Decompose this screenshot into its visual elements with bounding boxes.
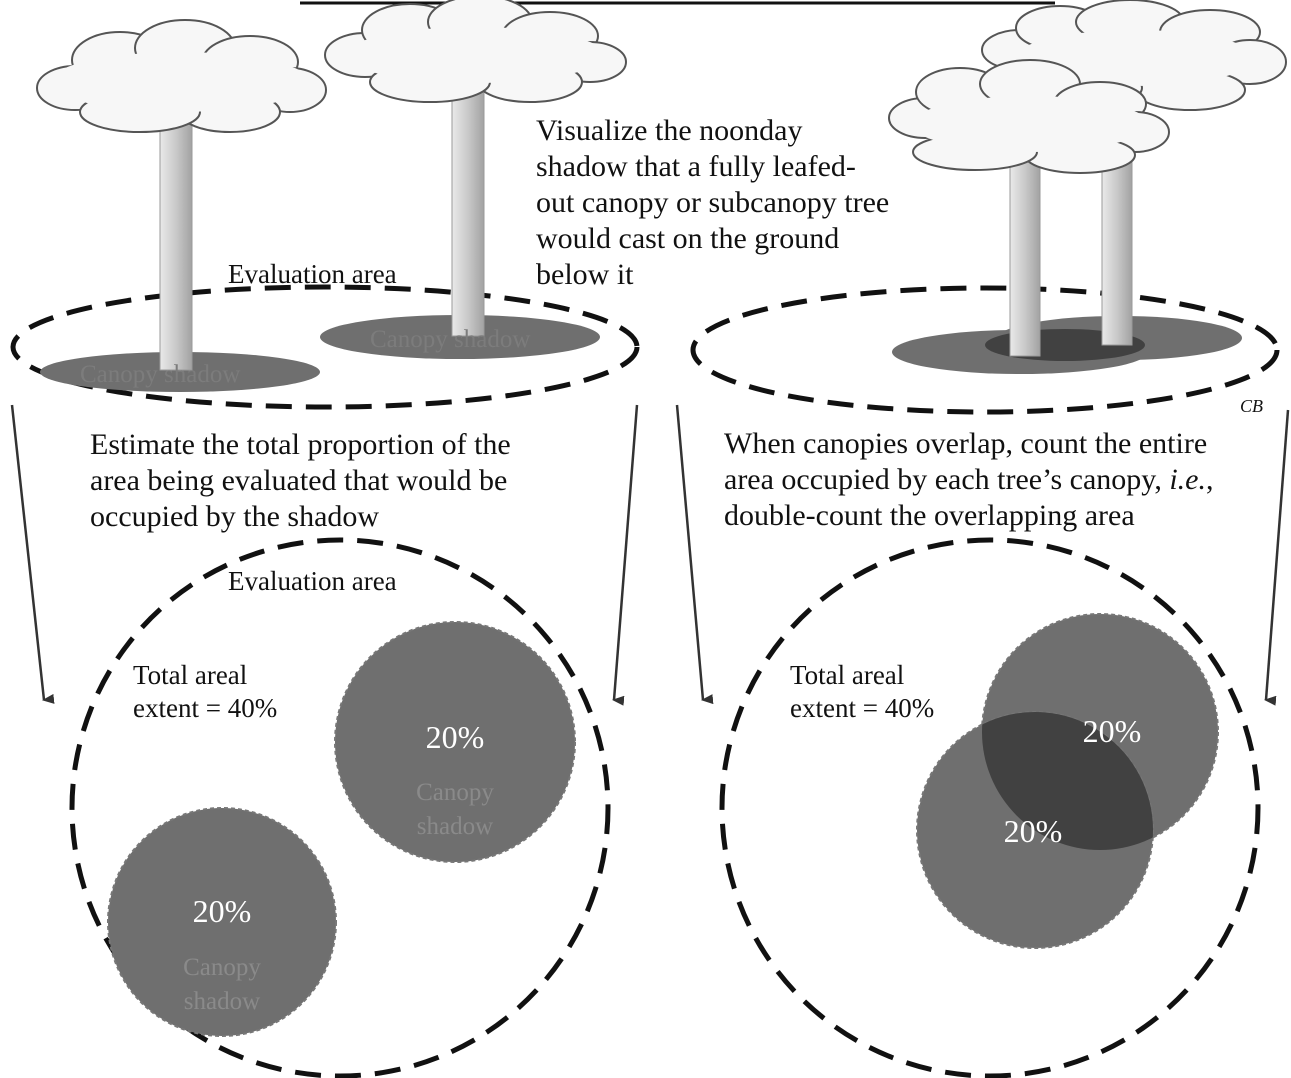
shadow-label-upper: shadow: [417, 813, 493, 840]
canopy-shadow-circle-lower: [107, 807, 337, 1037]
overlap-line-2: area occupied by each tree’s canopy, i.e…: [724, 463, 1213, 496]
evaluation-area-circle-right: [719, 537, 1261, 1078]
evaluation-area-circle-left: [69, 537, 611, 1078]
visualize-line-1: Visualize the noonday: [536, 114, 802, 147]
estimate-line-2: area being evaluated that would be: [90, 464, 507, 497]
percent-label-lower: 20%: [193, 893, 252, 929]
overlap-line-2-italic: i.e.: [1169, 463, 1206, 496]
total-areal-line-2-left: extent = 40%: [133, 693, 277, 723]
visualize-line-4: would cast on the ground: [536, 222, 839, 255]
canopy-shadow-label-top-left: Canopy shadow: [80, 361, 240, 388]
percent-label-right-lower: 20%: [1004, 813, 1063, 849]
total-areal-line-2-right: extent = 40%: [790, 693, 934, 723]
evaluation-area-ellipse-top-right: [690, 285, 1280, 415]
evaluation-area-label-top: Evaluation area: [228, 259, 397, 289]
canopy-shadow-ellipse-left: [40, 352, 320, 392]
evaluation-area-label-bottom: Evaluation area: [228, 566, 397, 596]
visualize-line-5: below it: [536, 258, 634, 291]
tree-trunk-right: [451, 79, 485, 337]
visualize-line-3: out canopy or subcanopy tree: [536, 186, 889, 219]
overlap-line-3: double-count the overlapping area: [724, 499, 1135, 532]
arrow-left-outer: [10, 404, 55, 704]
canopy-overlap-region: [982, 712, 1153, 850]
percent-label-right-upper: 20%: [1083, 713, 1142, 749]
total-areal-line-1-left: Total areal: [133, 660, 247, 690]
total-areal-line-1-right: Total areal: [790, 660, 904, 690]
canopy-label-upper: Canopy: [416, 779, 494, 806]
arrow-right-outer: [675, 404, 714, 705]
canopy-shadow-ellipse-right: [320, 315, 600, 359]
arrow-left-inner: [612, 404, 639, 706]
visualize-line-2: shadow that a fully leafed-: [536, 150, 856, 183]
shadow-label-lower: shadow: [184, 988, 260, 1015]
evaluation-area-ellipse-top-left: [10, 284, 640, 410]
arrow-right-inner: [1264, 409, 1290, 706]
canopy-label-lower: Canopy: [183, 954, 261, 981]
tree-canopy-cloud-front: [888, 59, 1170, 174]
signature: CB: [1240, 396, 1263, 416]
tree-canopy-cloud-left: [36, 19, 327, 133]
tree-trunk-front: [1009, 147, 1041, 357]
canopy-shadow-circle-upper: [334, 621, 576, 863]
overlap-line-1: When canopies overlap, count the entire: [724, 427, 1207, 460]
tree-canopy-cloud-right: [324, 0, 627, 103]
estimate-line-1: Estimate the total proportion of the: [90, 428, 511, 461]
overlap-line-2-comma: ,: [1206, 463, 1214, 496]
tree-trunk-left: [159, 99, 193, 371]
percent-label-upper: 20%: [426, 719, 485, 755]
estimate-line-3: occupied by the shadow: [90, 500, 379, 533]
canopy-shadow-label-top-right: Canopy shadow: [370, 326, 530, 353]
overlap-line-2-main: area occupied by each tree’s canopy,: [724, 463, 1169, 496]
